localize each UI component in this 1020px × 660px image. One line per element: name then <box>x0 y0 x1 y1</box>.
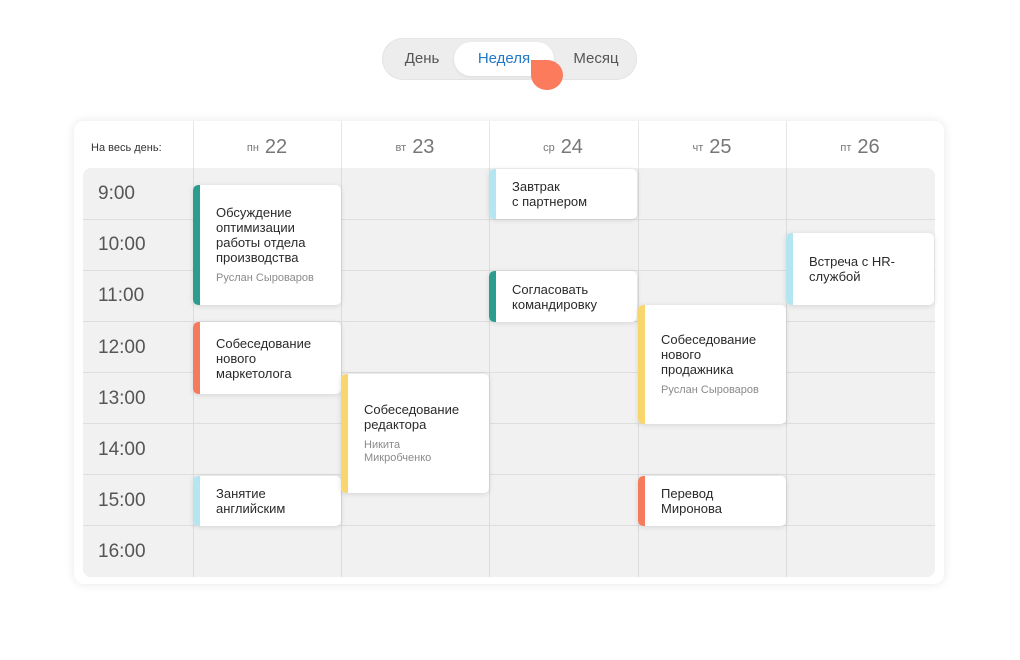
event-color-bar <box>638 476 645 526</box>
day-number: 22 <box>264 136 288 158</box>
hour-divider <box>83 219 935 220</box>
day-divider <box>341 168 342 577</box>
event-card[interactable]: Собеседование редактора Никита Микробчен… <box>341 374 489 493</box>
hour-divider <box>83 372 935 373</box>
time-label: 15:00 <box>98 490 146 511</box>
time-label: 12:00 <box>98 337 146 358</box>
event-color-bar <box>193 185 200 305</box>
day-of-week: ср <box>543 141 555 154</box>
event-card[interactable]: Перевод Миронова <box>638 476 786 526</box>
event-color-bar <box>786 233 793 305</box>
day-of-week: вт <box>395 141 407 154</box>
day-header-mon[interactable]: пн 22 <box>193 136 341 159</box>
event-card[interactable]: Обсуждение оптимизации работы отдела про… <box>193 185 341 305</box>
day-number: 25 <box>709 136 732 158</box>
event-title: Встреча с HR- службой <box>809 254 895 284</box>
event-color-bar <box>193 476 200 526</box>
event-title: Собеседование нового маркетолога <box>216 335 312 381</box>
view-switcher: День Неделя Месяц <box>382 38 637 80</box>
time-label: 13:00 <box>98 388 146 409</box>
time-label: 11:00 <box>98 285 145 306</box>
hour-divider <box>83 474 935 475</box>
allday-label: На весь день: <box>91 142 162 154</box>
event-color-bar <box>489 271 496 322</box>
event-person: Никита Микробченко <box>364 439 432 464</box>
event-color-bar <box>489 169 496 219</box>
day-number: 23 <box>412 136 435 158</box>
day-header-tue[interactable]: вт 23 <box>341 136 489 159</box>
hour-divider <box>83 270 935 271</box>
day-divider <box>786 168 787 577</box>
event-color-bar <box>341 374 348 493</box>
event-card[interactable]: Занятие английским <box>193 476 341 526</box>
event-card[interactable]: Завтрак с партнером <box>489 169 637 219</box>
day-of-week: пн <box>246 141 259 154</box>
event-person: Руслан Сыроваров <box>216 272 314 284</box>
event-title: Собеседование нового продажника <box>661 332 757 377</box>
time-label: 9:00 <box>98 183 135 204</box>
header-divider <box>786 121 787 169</box>
event-card[interactable]: Собеседование нового маркетолога <box>193 322 341 394</box>
view-month-button[interactable]: Месяц <box>573 50 619 67</box>
day-of-week: пт <box>840 141 852 154</box>
day-number: 24 <box>560 136 583 158</box>
event-title: Собеседование редактора <box>364 402 460 432</box>
event-card[interactable]: Согласовать командировку <box>489 271 637 322</box>
event-color-bar <box>193 322 200 394</box>
event-person: Руслан Сыроваров <box>661 384 759 396</box>
view-day-button[interactable]: День <box>404 50 440 67</box>
time-label: 14:00 <box>98 439 146 460</box>
day-header-fri[interactable]: пт 26 <box>786 136 934 159</box>
event-title: Обсуждение оптимизации работы отдела про… <box>216 205 306 265</box>
header-divider <box>489 121 490 169</box>
event-color-bar <box>638 305 645 424</box>
event-card[interactable]: Встреча с HR- службой <box>786 233 934 305</box>
day-of-week: чт <box>692 141 704 154</box>
time-label: 10:00 <box>98 234 146 255</box>
day-number: 26 <box>857 136 880 158</box>
day-divider <box>489 168 490 577</box>
time-label: 16:00 <box>98 541 146 562</box>
event-title: Завтрак с партнером <box>512 179 588 209</box>
event-card[interactable]: Собеседование нового продажника Руслан С… <box>638 305 786 424</box>
day-header-wed[interactable]: ср 24 <box>489 136 637 159</box>
event-title: Занятие английским <box>216 486 286 516</box>
hour-divider <box>83 423 935 424</box>
header-divider <box>193 121 194 169</box>
pointer-cursor-icon <box>531 60 563 90</box>
view-week-button[interactable]: Неделя <box>454 42 554 76</box>
event-title: Перевод Миронова <box>661 486 722 516</box>
event-title: Согласовать командировку <box>512 281 597 312</box>
day-header-thu[interactable]: чт 25 <box>638 136 786 159</box>
header-divider <box>341 121 342 169</box>
header-divider <box>638 121 639 169</box>
hour-divider <box>83 525 935 526</box>
